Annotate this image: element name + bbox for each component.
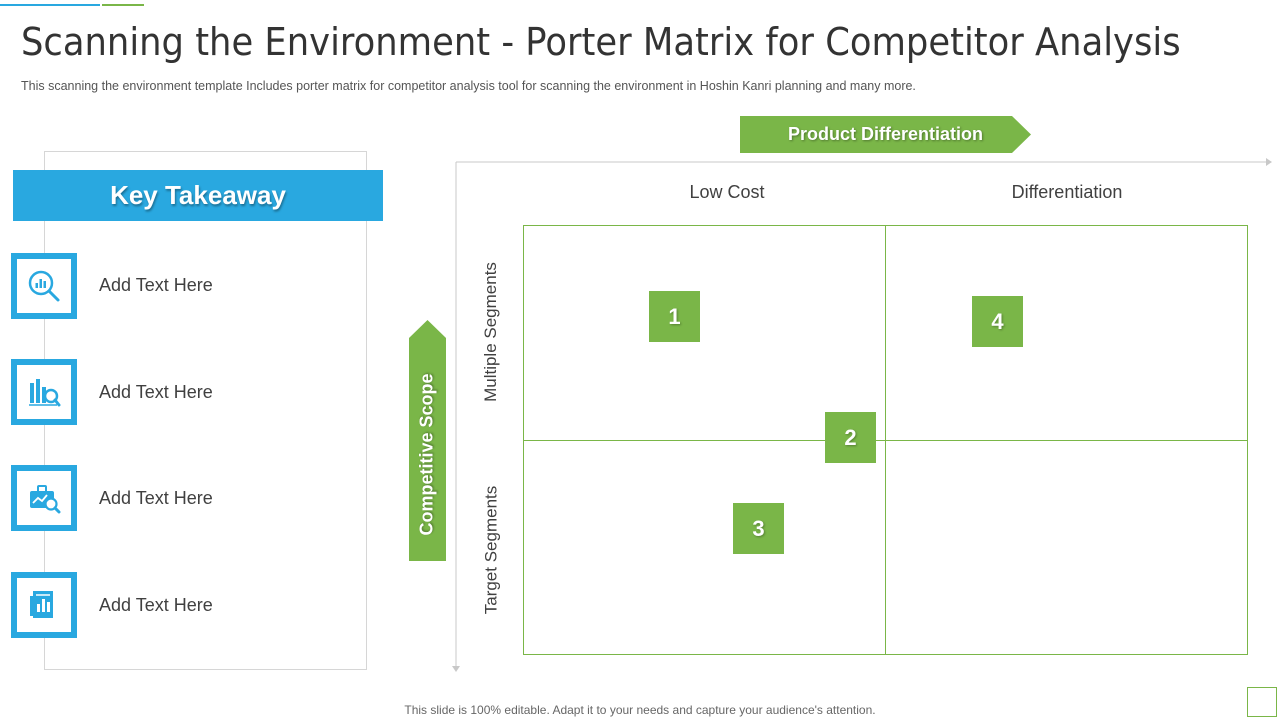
top-accent-blue (0, 4, 100, 6)
takeaway-item-3-icon-box (11, 465, 77, 531)
top-accent-green (102, 4, 144, 6)
competitive-scope-label: Competitive Scope (417, 373, 438, 536)
takeaway-item-2-text: Add Text Here (99, 382, 213, 402)
product-differentiation-label: Product Differentiation (787, 124, 983, 144)
matrix-horizontal-divider (523, 440, 1248, 441)
row-label-multiple-segments: Multiple Segments (481, 262, 500, 402)
matrix-axes (452, 158, 1272, 672)
marker-4: 4 (972, 296, 1023, 347)
search-chart-icon (28, 270, 60, 302)
footer-note: This slide is 100% editable. Adapt it to… (404, 703, 876, 717)
page-subtitle: This scanning the environment template I… (21, 79, 916, 93)
takeaway-item-2-icon-box (11, 359, 77, 425)
page-title: Scanning the Environment - Porter Matrix… (21, 20, 1181, 64)
takeaway-item-1-text: Add Text Here (99, 275, 213, 295)
column-label-differentiation: Differentiation (1011, 182, 1123, 202)
row-label-wrap-target: Target Segments (476, 444, 506, 656)
takeaway-panel (44, 151, 367, 670)
corner-square (1247, 687, 1277, 717)
takeaway-item-4-text: Add Text Here (99, 595, 213, 615)
row-label-wrap-multiple: Multiple Segments (476, 226, 506, 438)
marker-2: 2 (825, 412, 876, 463)
competitive-scope-label-wrap: Competitive Scope (409, 320, 446, 561)
briefcase-analysis-icon (30, 485, 61, 514)
takeaway-item-4-icon-box (11, 572, 77, 638)
column-label-low-cost: Low Cost (689, 182, 765, 202)
report-document-icon (30, 591, 53, 618)
marker-1: 1 (649, 291, 700, 342)
takeaway-item-3-text: Add Text Here (99, 488, 213, 508)
row-label-target-segments: Target Segments (481, 485, 501, 615)
chart-magnifier-icon (29, 379, 61, 407)
takeaway-item-1-icon-box (11, 253, 77, 319)
takeaway-heading: Key Takeaway (13, 170, 383, 221)
marker-3: 3 (733, 503, 784, 554)
competitive-scope-arrow (409, 320, 446, 561)
product-differentiation-arrow (740, 116, 1031, 153)
